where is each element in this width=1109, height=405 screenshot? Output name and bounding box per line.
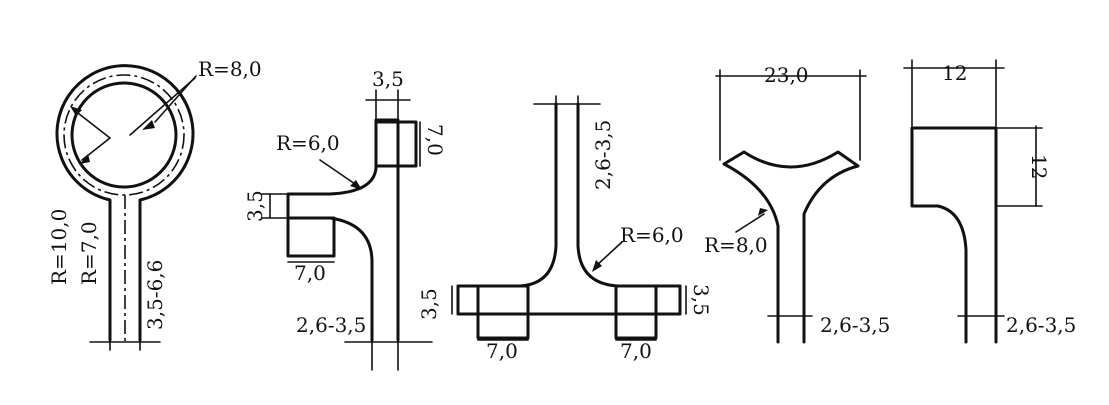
label-top-width: 23,0 xyxy=(764,63,809,87)
label-left-length: 7,0 xyxy=(486,339,518,363)
ring-center-line xyxy=(63,74,185,196)
t-body-contour xyxy=(456,102,682,316)
label-stem-width: 3,5-6,6 xyxy=(143,260,167,330)
label-r-ring: R=8,0 xyxy=(198,57,262,81)
label-stem-width: 2,6-3,5 xyxy=(296,313,366,337)
label-left-height: 3,5 xyxy=(417,288,441,320)
y-body-contour xyxy=(722,150,860,344)
radius-leader xyxy=(595,241,623,267)
radius-leader xyxy=(735,213,765,233)
label-right-height: 3,5 xyxy=(689,284,713,316)
label-stem-width: 2,6-3,5 xyxy=(820,313,890,337)
label-step-height: 12 xyxy=(1027,154,1051,179)
arrowhead xyxy=(758,208,768,216)
label-radius: R=8,0 xyxy=(704,233,768,257)
label-branch-length: 7,0 xyxy=(294,261,326,285)
arrowhead xyxy=(350,180,362,190)
figure-inverted-t: 2,6-3,5 R=6,0 3,5 3,5 7,0 7,0 xyxy=(417,95,713,363)
arrowhead xyxy=(142,120,155,130)
label-top-width: 3,5 xyxy=(372,67,404,91)
top-block xyxy=(374,120,418,168)
label-radius: R=6,0 xyxy=(276,131,340,155)
arrowhead xyxy=(80,154,90,164)
label-branch-height: 3,5 xyxy=(243,190,267,222)
arrowhead xyxy=(70,106,82,116)
left-block xyxy=(476,284,530,340)
leader-to-label xyxy=(154,75,197,123)
figure-ring-stem: R=10,0 R=7,0 R=8,0 3,5-6,6 xyxy=(47,57,262,351)
radius-leader-outer xyxy=(73,109,111,139)
label-radius: R=6,0 xyxy=(620,223,684,247)
radius-leader-ring xyxy=(129,77,196,136)
ring-inner-contour xyxy=(70,81,178,189)
figure-y-shape: 23,0 R=8,0 2,6-3,5 xyxy=(704,63,890,344)
ring-outer-contour xyxy=(55,64,195,342)
figure-l-step: 12 12 2,6-3,5 xyxy=(903,59,1076,344)
label-stem-width: 2,6-3,5 xyxy=(591,120,615,190)
label-right-length: 7,0 xyxy=(620,339,652,363)
label-r-outer: R=10,0 xyxy=(47,209,71,285)
figure-side-branch: R=6,0 3,5 7,0 3,5 7,0 2,6-3,5 xyxy=(243,67,447,371)
label-top-height: 7,0 xyxy=(423,124,447,156)
right-block xyxy=(614,284,658,340)
radius-leader xyxy=(319,159,359,187)
arrowhead xyxy=(592,260,602,272)
label-top-width: 12 xyxy=(942,61,967,85)
branch-block xyxy=(286,216,336,258)
label-r-inner: R=7,0 xyxy=(77,221,101,285)
step-body-contour xyxy=(910,126,998,344)
label-stem-width: 2,6-3,5 xyxy=(1006,313,1076,337)
